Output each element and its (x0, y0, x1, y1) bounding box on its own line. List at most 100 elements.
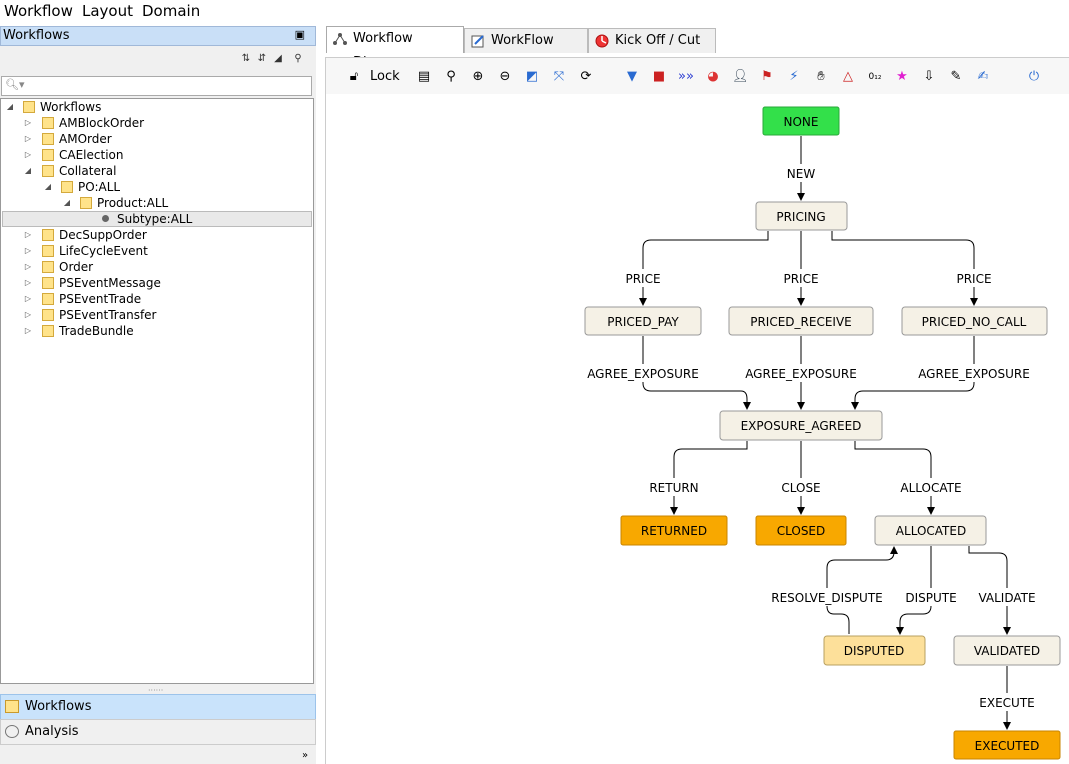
node-executed[interactable]: EXECUTED (953, 730, 1061, 760)
leaf-icon (102, 215, 109, 222)
hand-icon[interactable]: ✋︎ (817, 69, 825, 84)
tab-workflow-table[interactable]: WorkFlow Table (464, 28, 588, 72)
zoom-in-icon[interactable]: ⊕ (472, 69, 484, 84)
tree-item[interactable]: ◢ Collateral (24, 164, 117, 178)
tree-item[interactable]: ▷ Order (24, 260, 94, 274)
edge-label-validate: VALIDATE (978, 591, 1035, 605)
resize-grip[interactable]: ······ (148, 686, 164, 695)
download-icon[interactable]: ⇩ (923, 69, 935, 84)
expand-triangle-icon[interactable]: ▷ (24, 294, 32, 303)
node-priced-no-call[interactable]: PRICED_NO_CALL (901, 306, 1048, 336)
print-icon[interactable]: ▤ (417, 69, 431, 84)
tree-item[interactable]: ▷ AMBlockOrder (24, 116, 145, 130)
expand-triangle-icon[interactable]: ▷ (24, 118, 32, 127)
filter-icon[interactable]: ▼ (627, 69, 637, 84)
main-tabs: Workflow Diagram WorkFlow Table Kick Off… (322, 26, 1069, 72)
chart-icon[interactable]: ◕ (707, 69, 719, 84)
search-icon[interactable]: ⚲ (446, 69, 456, 84)
tree-root[interactable]: ◢ Workflows (6, 100, 102, 114)
lock-button[interactable]: Lock (370, 69, 400, 84)
node-priced-receive[interactable]: PRICED_RECEIVE (728, 306, 874, 336)
tree-item[interactable]: ▷ DecSuppOrder (24, 228, 147, 242)
expand-triangle-icon[interactable]: ▷ (24, 326, 32, 335)
tree-item[interactable]: ▷ PSEventTrade (24, 292, 142, 306)
node-none[interactable]: NONE (762, 106, 840, 136)
power-icon[interactable]: ⏻ (1028, 69, 1040, 84)
tab-workflows[interactable]: Workflows (0, 694, 316, 720)
menu-layout[interactable]: Layout (82, 2, 133, 20)
node-allocated[interactable]: ALLOCATED (874, 515, 987, 546)
collapse-triangle-icon[interactable]: ◢ (6, 102, 14, 111)
node-exposure-agreed[interactable]: EXPOSURE_AGREED (719, 410, 883, 441)
sort-icon[interactable]: ⇅ (241, 53, 251, 64)
folder-icon (42, 133, 54, 145)
svg-text:PRICED_RECEIVE: PRICED_RECEIVE (750, 315, 852, 329)
expand-triangle-icon[interactable]: ▷ (24, 310, 32, 319)
collapse-triangle-icon[interactable]: ◢ (24, 166, 32, 175)
pin-icon[interactable]: ▣ (294, 28, 305, 41)
star-icon[interactable]: ★ (896, 69, 908, 84)
tree-item[interactable]: ◢ Product:ALL (63, 196, 169, 210)
chevron-right-icon[interactable]: » (302, 750, 309, 761)
tree-item[interactable]: ▷ CAElection (24, 148, 124, 162)
warning-icon[interactable]: △ (843, 69, 853, 84)
flag-icon[interactable]: ⚑ (761, 69, 773, 84)
expand-triangle-icon[interactable]: ▷ (24, 246, 32, 255)
collapse-triangle-icon[interactable]: ◢ (63, 198, 71, 207)
color-icon[interactable]: ■ (652, 69, 666, 84)
node-validated[interactable]: VALIDATED (953, 635, 1061, 666)
users-icon[interactable]: 👤︎ (732, 69, 749, 84)
expand-icon[interactable]: ⇵ (257, 53, 267, 64)
collapse-triangle-icon[interactable]: ◢ (44, 182, 52, 191)
tab-workflow-diagram[interactable]: Workflow Diagram (326, 26, 464, 70)
node-returned[interactable]: RETURNED (620, 515, 728, 546)
tree-item-selected[interactable]: Subtype:ALL (2, 211, 312, 227)
zoom-out-icon[interactable]: ⊖ (499, 69, 511, 84)
edge-label-resolve-dispute: RESOLVE_DISPUTE (771, 591, 882, 605)
layout-icon[interactable]: ◩ (525, 69, 539, 84)
lock-icon[interactable]: 🔓︎ (349, 69, 359, 84)
tree-item[interactable]: ◢ PO:ALL (44, 180, 121, 194)
expand-triangle-icon[interactable]: ▷ (24, 230, 32, 239)
svg-text:EXECUTED: EXECUTED (975, 739, 1040, 753)
tree-item[interactable]: ▷ TradeBundle (24, 324, 134, 338)
filter-icon[interactable]: ⚲ (294, 53, 302, 64)
tree-item[interactable]: ▷ AMOrder (24, 132, 112, 146)
edge-label-allocate: ALLOCATE (900, 481, 961, 495)
edge-resolve-dispute (826, 546, 898, 634)
node-disputed[interactable]: DISPUTED (823, 635, 926, 666)
workflow-tree: ◢ Workflows ▷ AMBlockOrder ▷ AMOrder ▷ C… (0, 98, 314, 684)
numbering-icon[interactable]: 0₁₂ (868, 72, 882, 82)
svg-text:PRICING: PRICING (776, 210, 825, 224)
expand-triangle-icon[interactable]: ▷ (24, 150, 32, 159)
search-input[interactable]: 🔍︎▾ (1, 76, 312, 96)
tree-item[interactable]: ▷ PSEventTransfer (24, 308, 157, 322)
tab-kick-off[interactable]: Kick Off / Cut Off (588, 28, 716, 72)
edit-list-icon[interactable]: ✍︎ (977, 69, 989, 84)
transitions-icon[interactable]: »» (678, 69, 694, 84)
refresh-icon[interactable]: ⟳ (580, 69, 592, 84)
menu-domain[interactable]: Domain (142, 2, 201, 20)
routing-icon[interactable]: ⚡︎ (789, 69, 799, 84)
edge-label-price: PRICE (625, 272, 660, 286)
expand-triangle-icon[interactable]: ▷ (24, 262, 32, 271)
fit-icon[interactable]: ⤧ (553, 69, 565, 84)
edge-label-close: CLOSE (781, 481, 820, 495)
edit-icon[interactable]: ✎ (950, 69, 962, 84)
tree-item[interactable]: ▷ LifeCycleEvent (24, 244, 148, 258)
menu-workflow[interactable]: Workflow (4, 2, 73, 20)
diagram-toolbar: 🔓︎ Lock ▤ ⚲ ⊕ ⊖ ◩ ⤧ ⟳ ▼ ■ »» ◕ 👤︎ ⚑ ⚡︎ ✋… (325, 57, 1069, 95)
node-closed[interactable]: CLOSED (755, 515, 847, 546)
table-edit-icon (471, 35, 484, 48)
expand-triangle-icon[interactable]: ▷ (24, 278, 32, 287)
node-pricing[interactable]: PRICING (755, 201, 848, 231)
folder-icon (42, 293, 54, 305)
edge-label-dispute: DISPUTE (905, 591, 956, 605)
workflows-panel: Workflows ▣ ⇅ ⇵ ◢ ⚲ 🔍︎▾ ◢ Workflows ▷ AM… (0, 26, 316, 764)
expand-triangle-icon[interactable]: ▷ (24, 134, 32, 143)
tree-item[interactable]: ▷ PSEventMessage (24, 276, 161, 290)
edge-agree-right (851, 336, 975, 410)
node-priced-pay[interactable]: PRICED_PAY (584, 306, 702, 336)
tab-analysis[interactable]: Analysis (0, 719, 316, 745)
collapse-icon[interactable]: ◢ (274, 53, 282, 64)
